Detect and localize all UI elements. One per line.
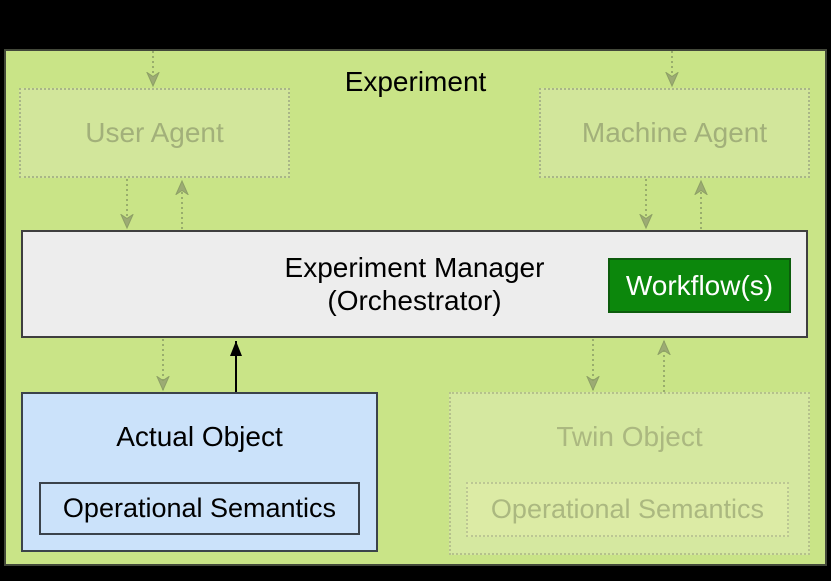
diagram-title: Experiment	[344, 66, 487, 97]
twin-object-label: Twin Object	[556, 421, 703, 452]
workflow-label: Workflow(s)	[625, 270, 774, 301]
actual-operational-semantics-label: Operational Semantics	[62, 493, 337, 523]
node-workflow: Workflow(s)	[608, 258, 791, 313]
node-twin-operational-semantics: Operational Semantics	[466, 482, 789, 537]
node-twin-object: Twin Object Operational Semantics	[449, 392, 810, 555]
twin-operational-semantics-label: Operational Semantics	[490, 494, 765, 524]
node-machine-agent: Machine Agent	[539, 88, 810, 178]
user-agent-label: User Agent	[85, 117, 224, 148]
node-experiment-manager: Experiment Manager (Orchestrator) Workfl…	[21, 230, 808, 338]
node-actual-operational-semantics: Operational Semantics	[39, 482, 360, 535]
node-actual-object: Actual Object Operational Semantics	[21, 392, 378, 552]
experiment-manager-label-line1: Experiment Manager	[284, 252, 545, 283]
machine-agent-label: Machine Agent	[581, 117, 768, 148]
experiment-manager-label-line2: (Orchestrator)	[327, 285, 502, 316]
actual-object-label: Actual Object	[116, 421, 283, 452]
node-user-agent: User Agent	[19, 88, 290, 178]
